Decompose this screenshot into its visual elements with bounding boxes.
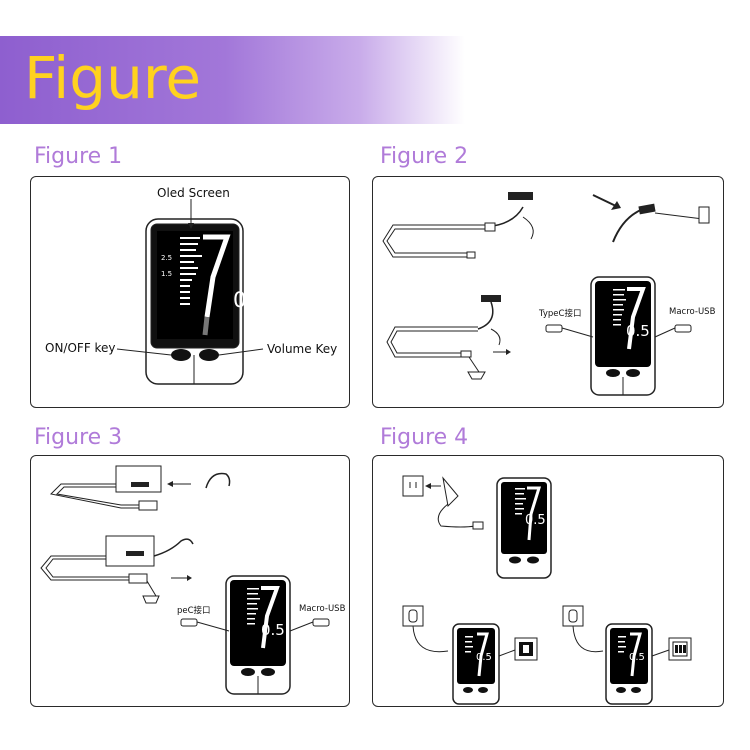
figure-3-label: Figure 3 xyxy=(34,425,123,450)
onoff-key-annotation: ON/OFF key xyxy=(45,341,116,355)
volume-key-annotation: Volume Key xyxy=(267,342,338,356)
figure-4-illustration xyxy=(402,475,692,705)
screen-reading: 0.5 xyxy=(476,652,492,663)
figure-2-panel: TypeC接口 Macro-USB 0.5 xyxy=(372,176,724,408)
scale-label-top: 2.5 xyxy=(161,254,173,262)
screen-reading: 0.5 xyxy=(629,652,645,663)
figure-1-panel: Oled Screen 0.5 ON/OFF key Volume Key 2.… xyxy=(30,176,350,408)
figure-4-panel: 0.5 0.5 0.5 xyxy=(372,455,724,707)
scale-label-mid: 1.5 xyxy=(161,270,173,278)
header-banner: Figure xyxy=(0,36,750,124)
page-title: Figure xyxy=(24,44,202,112)
figure-3-illustration xyxy=(40,465,330,695)
macro-usb-annotation: Macro-USB xyxy=(669,307,716,317)
screen-reading: 0.5 xyxy=(261,621,285,639)
figure-2-label: Figure 2 xyxy=(380,144,469,169)
screen-reading: 0.5 xyxy=(525,513,546,528)
onoff-button-illustration xyxy=(171,349,191,361)
screen-reading: 0.5 xyxy=(626,322,650,340)
screen-reading: 0.5 xyxy=(233,288,267,312)
typec-port-annotation: peC接口 xyxy=(177,606,211,616)
macro-usb-annotation: Macro-USB xyxy=(299,604,346,614)
figure-2-illustration xyxy=(382,192,710,396)
figure-4-label: Figure 4 xyxy=(380,425,469,450)
typec-port-annotation: TypeC接口 xyxy=(539,309,582,319)
figure-1-illustration xyxy=(116,199,264,385)
volume-button-illustration xyxy=(199,349,219,361)
figure-1-label: Figure 1 xyxy=(34,144,123,169)
figure-3-panel: peC接口 Macro-USB 0.5 xyxy=(30,455,350,707)
oled-screen-annotation: Oled Screen xyxy=(157,186,230,200)
